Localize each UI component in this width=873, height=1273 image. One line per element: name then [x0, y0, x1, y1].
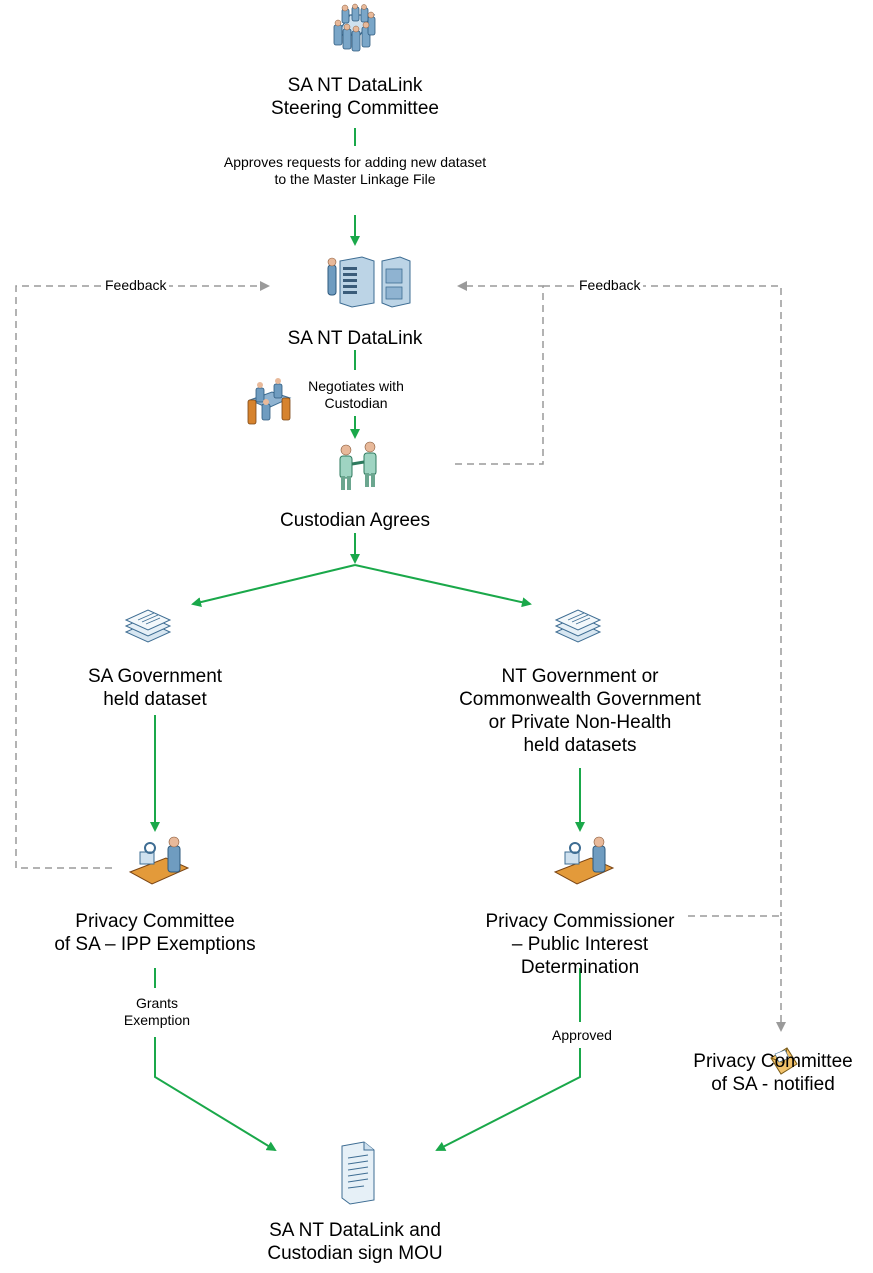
- negotiates-label: Negotiates with Custodian: [294, 378, 418, 412]
- nt-dataset-line-1: NT Government or: [501, 666, 659, 687]
- nt-dataset-line-2: Commonwealth Government: [459, 689, 701, 710]
- feedback-left-label: Feedback: [102, 277, 170, 294]
- feedback-right-label: Feedback: [576, 277, 644, 294]
- privacy-committee-notified-line-2: of SA - notified: [711, 1074, 835, 1095]
- negotiates-line-1: Negotiates with: [308, 378, 404, 394]
- office-worker-icon: [128, 836, 190, 885]
- nt-dataset-line-3: or Private Non-Health: [488, 712, 672, 733]
- privacy-commissioner-line-2: – Public Interest: [511, 934, 649, 955]
- approved-line-1: Approved: [552, 1027, 612, 1043]
- arrow-grants-to-mou: [154, 1037, 277, 1152]
- office-worker-icon: [553, 836, 615, 885]
- sign-mou-line-1: SA NT DataLink and: [269, 1220, 441, 1241]
- steering-committee-line-1: SA NT DataLink: [287, 75, 423, 96]
- feedback-right-arrow: [455, 281, 544, 465]
- negotiates-line-2: Custodian: [324, 395, 388, 411]
- envelope-icon: [770, 1047, 798, 1075]
- committee-meeting-icon: [333, 3, 376, 52]
- notify-arrow: [543, 285, 782, 916]
- document-stack-icon: [554, 609, 602, 643]
- sa-dataset-line-2: held dataset: [103, 689, 207, 710]
- document-stack-icon: [124, 609, 172, 643]
- approved-label: Approved: [535, 1027, 629, 1044]
- nt-dataset-line-4: held datasets: [523, 735, 637, 756]
- sign-mou-line-2: Custodian sign MOU: [267, 1243, 443, 1264]
- grants-exemption-line-2: Exemption: [123, 1012, 191, 1028]
- custodian-agrees-label: Custodian Agrees: [255, 509, 455, 532]
- datalink-line-1: SA NT DataLink: [287, 328, 423, 349]
- arrow-split-right: [354, 564, 532, 608]
- privacy-committee-ipp-line-2: of SA – IPP Exemptions: [54, 934, 256, 955]
- feedback-left-arrow: [15, 281, 270, 869]
- steering-committee-label: SA NT DataLink Steering Committee: [255, 74, 455, 120]
- steering-committee-line-2: Steering Committee: [271, 98, 439, 119]
- sa-dataset-line-1: SA Government: [87, 666, 223, 687]
- arrow-split-left: [191, 564, 356, 607]
- grants-exemption-line-1: Grants: [135, 995, 178, 1011]
- document-icon: [341, 1141, 375, 1205]
- server-rack-icon: [327, 256, 411, 308]
- privacy-commissioner-line-1: Privacy Commissioner: [485, 911, 675, 932]
- approves-requests-line-1: Approves requests for adding new dataset: [223, 154, 487, 170]
- handshake-icon: [339, 441, 377, 490]
- approves-requests-line-2: to the Master Linkage File: [274, 171, 436, 187]
- privacy-commissioner-line-3: Determination: [520, 957, 640, 978]
- arrow-approved-to-mou: [435, 1048, 581, 1151]
- privacy-committee-notified-label: Privacy Committee of SA - notified: [678, 1050, 868, 1096]
- nt-dataset-label: NT Government or Commonwealth Government…: [450, 665, 710, 757]
- sa-dataset-label: SA Government held dataset: [55, 665, 255, 711]
- meeting-table-icon: [247, 378, 292, 425]
- privacy-committee-notified-line-1: Privacy Committee: [693, 1051, 853, 1072]
- commissioner-notify-arrow: [688, 915, 786, 1032]
- sign-mou-label: SA NT DataLink and Custodian sign MOU: [255, 1219, 455, 1265]
- datalink-label: SA NT DataLink: [255, 327, 455, 350]
- privacy-commissioner-label: Privacy Commissioner – Public Interest D…: [470, 910, 690, 979]
- privacy-committee-ipp-label: Privacy Committee of SA – IPP Exemptions: [30, 910, 280, 956]
- privacy-committee-ipp-line-1: Privacy Committee: [75, 911, 235, 932]
- approves-requests-label: Approves requests for adding new dataset…: [188, 154, 522, 188]
- custodian-agrees-line-1: Custodian Agrees: [280, 510, 430, 531]
- grants-exemption-label: Grants Exemption: [105, 995, 209, 1029]
